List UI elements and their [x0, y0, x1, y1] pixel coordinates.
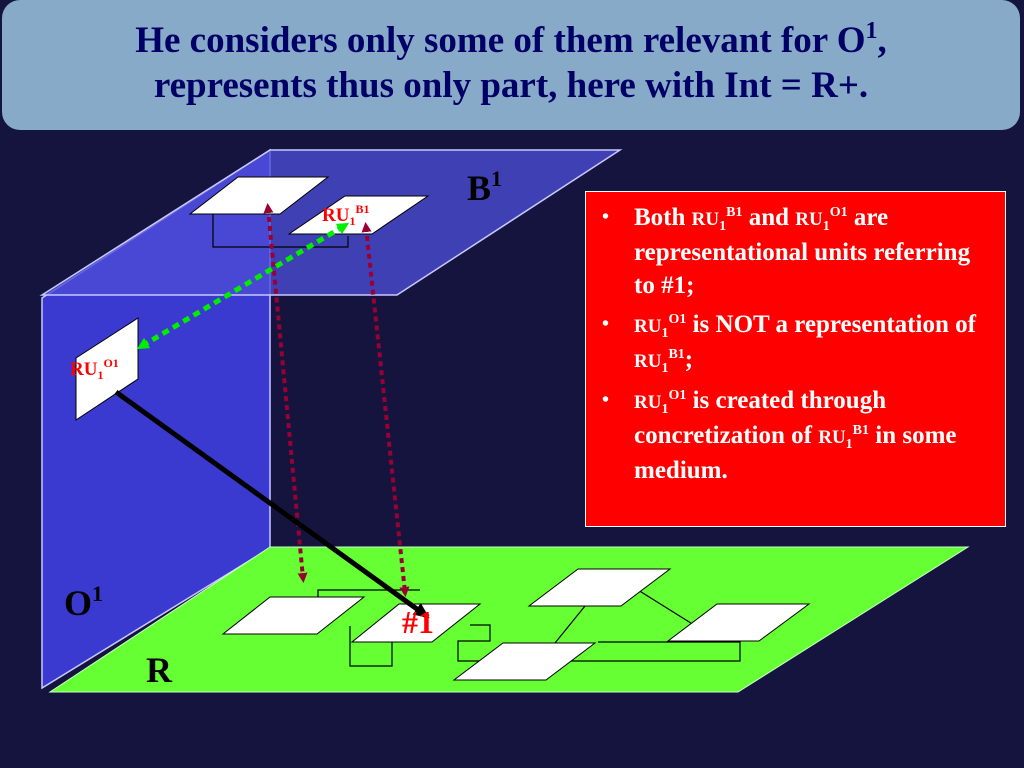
info-item-3-text-a: is created through concretization of — [634, 387, 887, 449]
r-label-text: R — [146, 650, 172, 690]
r-plane — [48, 546, 970, 693]
entity-label: #1 — [402, 604, 434, 640]
info-item-2-sub-a: 1 — [661, 326, 669, 341]
info-item-1-sup-a: B1 — [726, 205, 743, 220]
o1-label-text: O — [64, 583, 93, 623]
info-item-2-ru-a: RU — [634, 316, 662, 337]
ru-o1-unit — [75, 317, 139, 421]
info-item-1-ru-a: RU — [691, 209, 720, 230]
ru-b1-label-sub: 1 — [349, 214, 356, 228]
title-line1-end: , — [877, 20, 887, 61]
info-item-3-sub-b: 1 — [845, 437, 853, 452]
info-item-1-sub-b: 1 — [822, 219, 830, 234]
info-item-1-text-a: Both — [634, 204, 692, 231]
bullet-icon: • — [602, 206, 610, 228]
info-item-3-sup-a: O1 — [668, 388, 687, 403]
info-item-3-sup-b: B1 — [852, 423, 870, 438]
r-unit-bottom — [452, 642, 597, 681]
info-box: • Both RU1B1 and RU1O1 are representatio… — [585, 191, 1006, 527]
ru-b1-label-text: RU — [322, 205, 350, 226]
ru-o1-label: RU1O1 — [70, 357, 119, 382]
info-item-3: • RU1O1 is created through concretizatio… — [596, 384, 995, 487]
slide-title: He considers only some of them relevant … — [2, 0, 1020, 130]
info-item-1-text-c: are representational units referring to … — [634, 204, 971, 299]
ru-o1-label-sub: 1 — [97, 368, 104, 382]
r-unit-left — [221, 596, 366, 635]
info-item-1-sup-b: O1 — [829, 205, 848, 220]
info-item-3-ru-b: RU — [818, 427, 846, 448]
o1-label: O1 — [64, 583, 103, 623]
r-unit-right — [666, 603, 811, 642]
r-label: R — [146, 652, 172, 688]
ru-o1-label-sup: O1 — [103, 356, 119, 370]
maroon-arrow-left — [263, 203, 308, 583]
info-item-3-text-b: in some medium. — [634, 422, 957, 484]
info-item-2-sub-b: 1 — [661, 361, 669, 376]
ru-b1-label-sup: B1 — [355, 202, 370, 216]
ru-o1-label-text: RU — [70, 359, 98, 380]
title-line1: He considers only some of them relevant … — [135, 20, 866, 61]
title-line2: represents thus only part, here with Int… — [153, 65, 869, 106]
info-item-1-text-b: and — [742, 204, 796, 231]
info-item-3-ru-a: RU — [634, 392, 662, 413]
info-item-2-ru-b: RU — [634, 351, 662, 372]
r-unit-entity — [350, 603, 482, 643]
bullet-icon: • — [602, 389, 610, 411]
maroon-arrow-right — [361, 222, 410, 597]
info-item-2-text-a: is NOT a representation of — [686, 311, 976, 338]
green-arrow — [136, 222, 350, 350]
b1-label-text: B — [467, 168, 492, 208]
b1-label: B1 — [467, 168, 502, 208]
title-line1-sup: 1 — [865, 18, 878, 44]
r-unit-top-right — [527, 568, 672, 607]
black-arrow — [114, 389, 430, 620]
info-item-2-sup-a: O1 — [668, 312, 687, 327]
info-item-2-sup-b: B1 — [668, 347, 685, 362]
ru-b1-label: RU1B1 — [322, 203, 369, 228]
info-list: • Both RU1B1 and RU1O1 are representatio… — [596, 201, 995, 487]
bullet-icon: • — [602, 313, 610, 335]
info-item-2-text-b: ; — [684, 346, 694, 373]
o1-label-sup: 1 — [92, 581, 104, 606]
b1-label-sup: 1 — [491, 166, 503, 191]
info-item-1: • Both RU1B1 and RU1O1 are representatio… — [596, 201, 995, 302]
info-item-3-sub-a: 1 — [661, 402, 669, 417]
info-item-1-ru-b: RU — [795, 209, 823, 230]
info-item-1-sub-a: 1 — [719, 219, 727, 234]
info-item-2: • RU1O1 is NOT a representation of RU1B1… — [596, 308, 995, 378]
